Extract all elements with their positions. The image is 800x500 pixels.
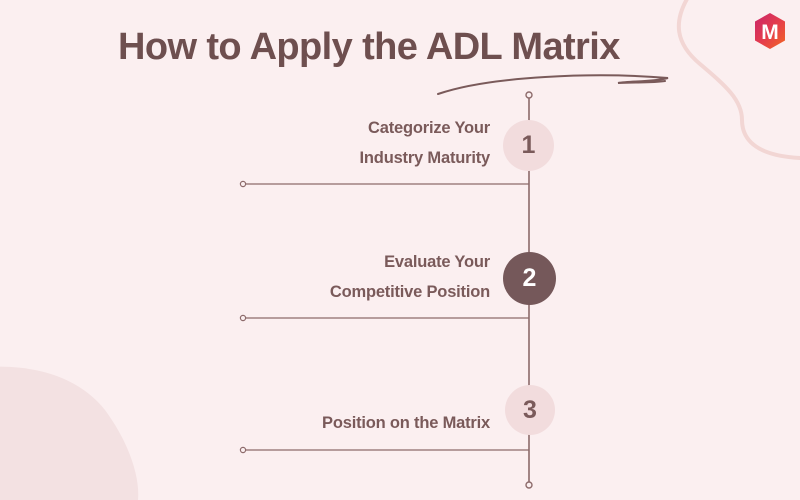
step-2-line-1: Evaluate Your: [384, 253, 490, 271]
step-1-line-1: Categorize Your: [368, 119, 490, 137]
timeline-start-dot-icon: [525, 91, 533, 99]
timeline-end-dot-icon: [525, 481, 533, 489]
step-badge-3[interactable]: 3: [505, 385, 555, 435]
connector-dot-icon-step-1: [239, 180, 247, 188]
connector-dot-icon-step-3: [239, 446, 247, 454]
step-3-line-1: Position on the Matrix: [322, 414, 490, 432]
connector-dot-icon-step-2: [239, 314, 247, 322]
step-label-3: Position on the Matrix: [160, 408, 490, 438]
step-1-line-2: Industry Maturity: [359, 149, 491, 167]
step-label-1: Categorize Your Industry Maturity: [160, 113, 491, 173]
page-title: How to Apply the ADL Matrix: [118, 26, 620, 68]
swoosh-underline-icon: [437, 74, 669, 95]
step-label-2: Evaluate Your Competitive Position: [160, 247, 490, 307]
hexagon-m-logo-icon: M: [755, 13, 785, 49]
step-badge-1[interactable]: 1: [503, 120, 554, 171]
step-badge-1-number: 1: [521, 131, 536, 159]
title-block: How to Apply the ADL Matrix: [0, 24, 800, 95]
step-badge-2[interactable]: 2: [503, 252, 556, 305]
step-badge-3-number: 3: [523, 395, 537, 424]
step-2-line-2: Competitive Position: [329, 283, 490, 301]
step-badge-2-number: 2: [522, 264, 537, 292]
logo-letter: M: [761, 21, 779, 44]
